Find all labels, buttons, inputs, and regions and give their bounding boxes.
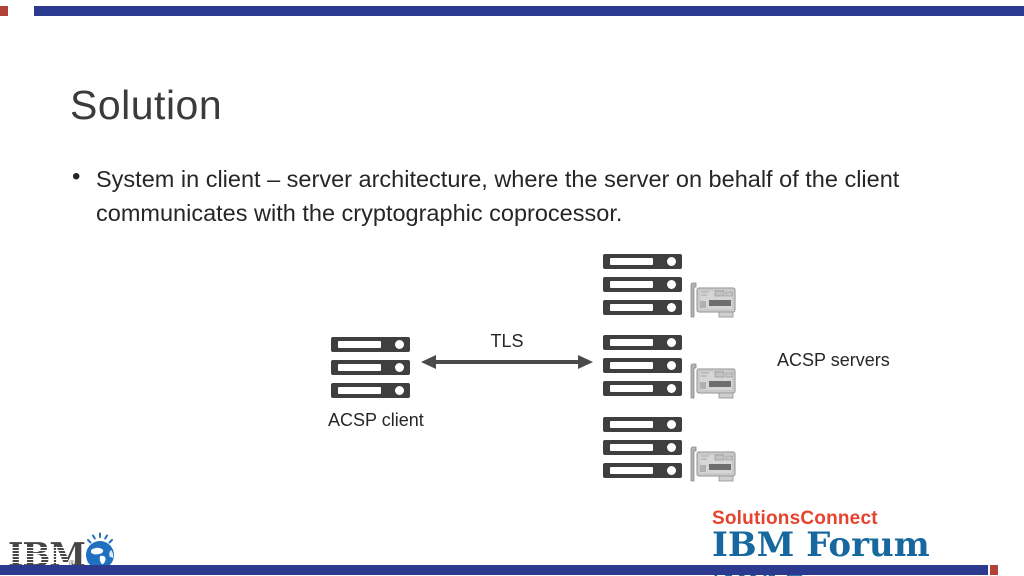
- top-accent-notch: [0, 6, 8, 16]
- top-accent-bar: [34, 6, 1024, 16]
- bullet-item: • System in client – server architecture…: [70, 162, 940, 230]
- pci-card-icon: [690, 446, 736, 482]
- bottom-accent-bar: [0, 565, 988, 575]
- pci-card-icon: [690, 363, 736, 399]
- server-stack-icon-client: [331, 337, 410, 406]
- rack-unit-icon: [603, 254, 682, 269]
- server-stack-icon-3: [603, 417, 682, 486]
- rack-unit-icon: [603, 358, 682, 373]
- rack-unit-icon: [603, 381, 682, 396]
- rack-unit-icon: [603, 417, 682, 432]
- arrow-head-left: [421, 355, 436, 369]
- pci-card-icon: [690, 282, 736, 318]
- smarter-planet-globe-icon: [86, 532, 114, 569]
- bullet-marker: •: [72, 163, 81, 190]
- server-stack-icon-2: [603, 335, 682, 404]
- double-arrow-icon: [421, 355, 593, 369]
- solutionsconnect-brand: SolutionsConnect: [712, 508, 878, 529]
- rack-unit-icon: [331, 360, 410, 375]
- registered-trademark-mark: ®: [69, 559, 75, 568]
- tls-label: TLS: [490, 331, 524, 351]
- arrow-head-right: [578, 355, 593, 369]
- rack-unit-icon: [331, 337, 410, 352]
- bottom-accent-notch: [990, 565, 998, 575]
- rack-unit-icon: [603, 300, 682, 315]
- rack-unit-icon: [603, 277, 682, 292]
- rack-unit-icon: [603, 463, 682, 478]
- client-label: ACSP client: [328, 410, 424, 430]
- bullet-text: System in client – server architecture, …: [96, 166, 900, 226]
- rack-unit-icon: [603, 440, 682, 455]
- servers-label: ACSP servers: [777, 350, 890, 370]
- rack-unit-icon: [331, 383, 410, 398]
- page-title: Solution: [70, 82, 223, 129]
- arrow-shaft: [433, 360, 581, 364]
- server-stack-icon-1: [603, 254, 682, 323]
- rack-unit-icon: [603, 335, 682, 350]
